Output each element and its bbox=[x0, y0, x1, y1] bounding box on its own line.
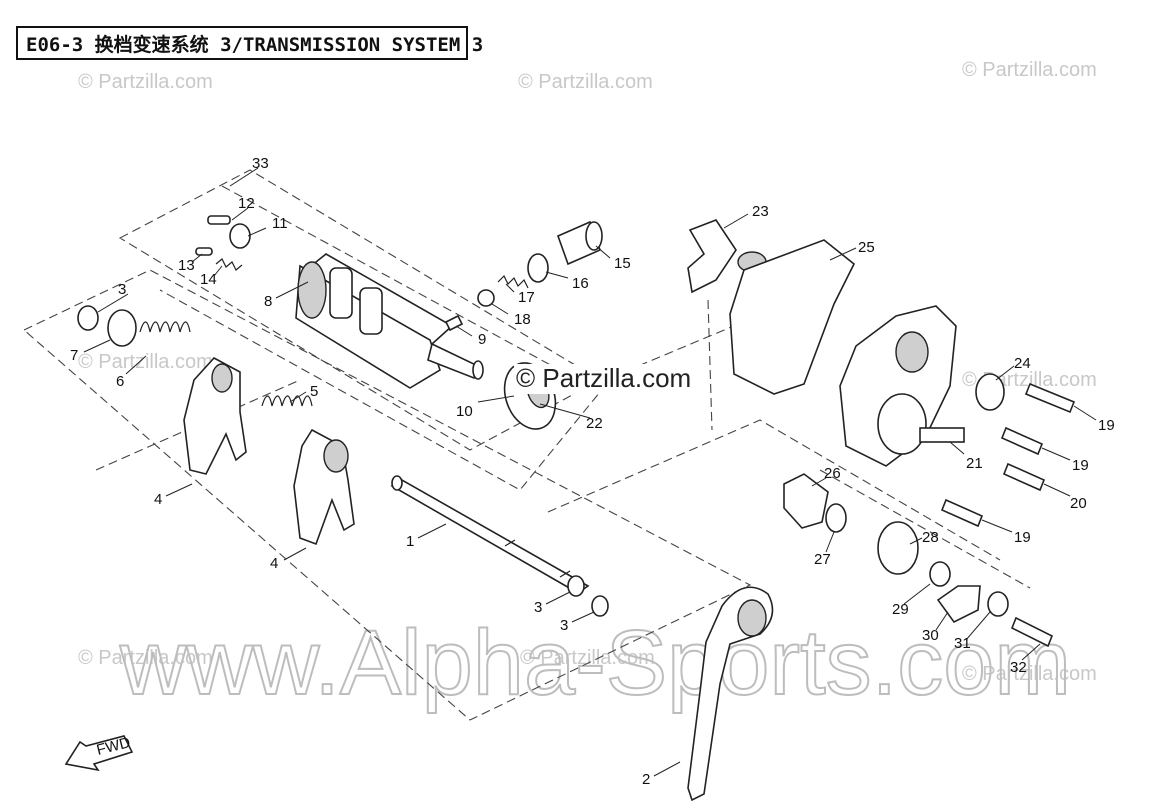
callout-30: 30 bbox=[922, 627, 939, 644]
callout-3a: 3 bbox=[118, 281, 126, 298]
callout-28: 28 bbox=[922, 529, 939, 546]
callout-33: 33 bbox=[252, 155, 269, 172]
callout-31: 31 bbox=[954, 635, 971, 652]
callout-22: 22 bbox=[586, 415, 603, 432]
watermark-small-1: © Partzilla.com bbox=[78, 71, 213, 93]
cover-bolts bbox=[940, 382, 1076, 528]
watermark-center: © Partzilla.com bbox=[516, 363, 691, 393]
callout-20: 20 bbox=[1070, 495, 1087, 512]
outline-arm-line bbox=[707, 299, 713, 431]
watermark-layer: © Partzilla.com © Partzilla.com © Partzi… bbox=[78, 59, 1097, 715]
callout-25: 25 bbox=[858, 239, 875, 256]
callout-16: 16 bbox=[572, 275, 589, 292]
gear-shift-lever bbox=[687, 586, 774, 802]
callout-19a: 19 bbox=[1098, 417, 1115, 434]
shift-arm-and-cover bbox=[687, 219, 1005, 467]
callout-13: 13 bbox=[178, 257, 195, 274]
fwd-arrow-icon: FWD bbox=[64, 734, 134, 772]
shift-drum bbox=[295, 253, 484, 389]
watermark-big: www.Alpha-Sports.com bbox=[119, 612, 1071, 714]
watermark-small-7: © Partzilla.com bbox=[520, 647, 655, 669]
fork-springs bbox=[77, 305, 609, 617]
callout-26: 26 bbox=[824, 465, 841, 482]
callout-23: 23 bbox=[752, 203, 769, 220]
callout-1: 1 bbox=[406, 533, 414, 550]
callout-9: 9 bbox=[478, 331, 486, 348]
callout-29: 29 bbox=[892, 601, 909, 618]
callout-4b: 4 bbox=[270, 555, 278, 572]
watermark-small-8: © Partzilla.com bbox=[962, 663, 1097, 685]
callout-2: 2 bbox=[642, 771, 650, 788]
outline-fork-line bbox=[95, 379, 301, 471]
watermark-small-4: © Partzilla.com bbox=[78, 351, 213, 373]
outline-shaft-group bbox=[23, 269, 752, 721]
callout-12: 12 bbox=[238, 195, 255, 212]
leader-lines bbox=[83, 167, 1097, 777]
callout-27: 27 bbox=[814, 551, 831, 568]
callout-19c: 19 bbox=[1014, 529, 1031, 546]
pin-parts bbox=[195, 215, 251, 271]
callout-19b: 19 bbox=[1072, 457, 1089, 474]
center-watermark: © Partzilla.com bbox=[514, 363, 700, 394]
callout-8: 8 bbox=[264, 293, 272, 310]
outline-33-group bbox=[159, 185, 601, 491]
callout-3c: 3 bbox=[560, 617, 568, 634]
callout-4a: 4 bbox=[154, 491, 162, 508]
callout-10: 10 bbox=[456, 403, 473, 420]
callout-21: 21 bbox=[966, 455, 983, 472]
shift-forks bbox=[183, 356, 355, 546]
callout-6: 6 bbox=[116, 373, 124, 390]
shift-shaft bbox=[390, 475, 590, 594]
callout-14: 14 bbox=[200, 271, 217, 288]
callout-17: 17 bbox=[518, 289, 535, 306]
fwd-label: FWD bbox=[95, 734, 132, 759]
outline-stopper-group bbox=[547, 419, 1001, 561]
callout-24: 24 bbox=[1014, 355, 1031, 372]
diagram-title: E06-3 换档变速系统 3/TRANSMISSION SYSTEM 3 bbox=[16, 26, 483, 60]
stopper-bolt-parts bbox=[444, 220, 603, 332]
callout-labels: 33 12 11 13 14 8 9 15 16 17 18 10 22 3 7… bbox=[70, 155, 1115, 788]
watermark-small-6: © Partzilla.com bbox=[78, 647, 213, 669]
outline-right-line bbox=[819, 469, 1031, 589]
watermark-small-2: © Partzilla.com bbox=[518, 71, 653, 93]
callout-15: 15 bbox=[614, 255, 631, 272]
callout-11: 11 bbox=[272, 215, 288, 232]
callout-18: 18 bbox=[514, 311, 531, 328]
callout-7: 7 bbox=[70, 347, 78, 364]
stopper-parts bbox=[783, 473, 1054, 648]
watermark-small-3: © Partzilla.com bbox=[962, 59, 1097, 81]
callout-5: 5 bbox=[310, 383, 318, 400]
callout-32: 32 bbox=[1010, 659, 1027, 676]
callout-3b: 3 bbox=[534, 599, 542, 616]
